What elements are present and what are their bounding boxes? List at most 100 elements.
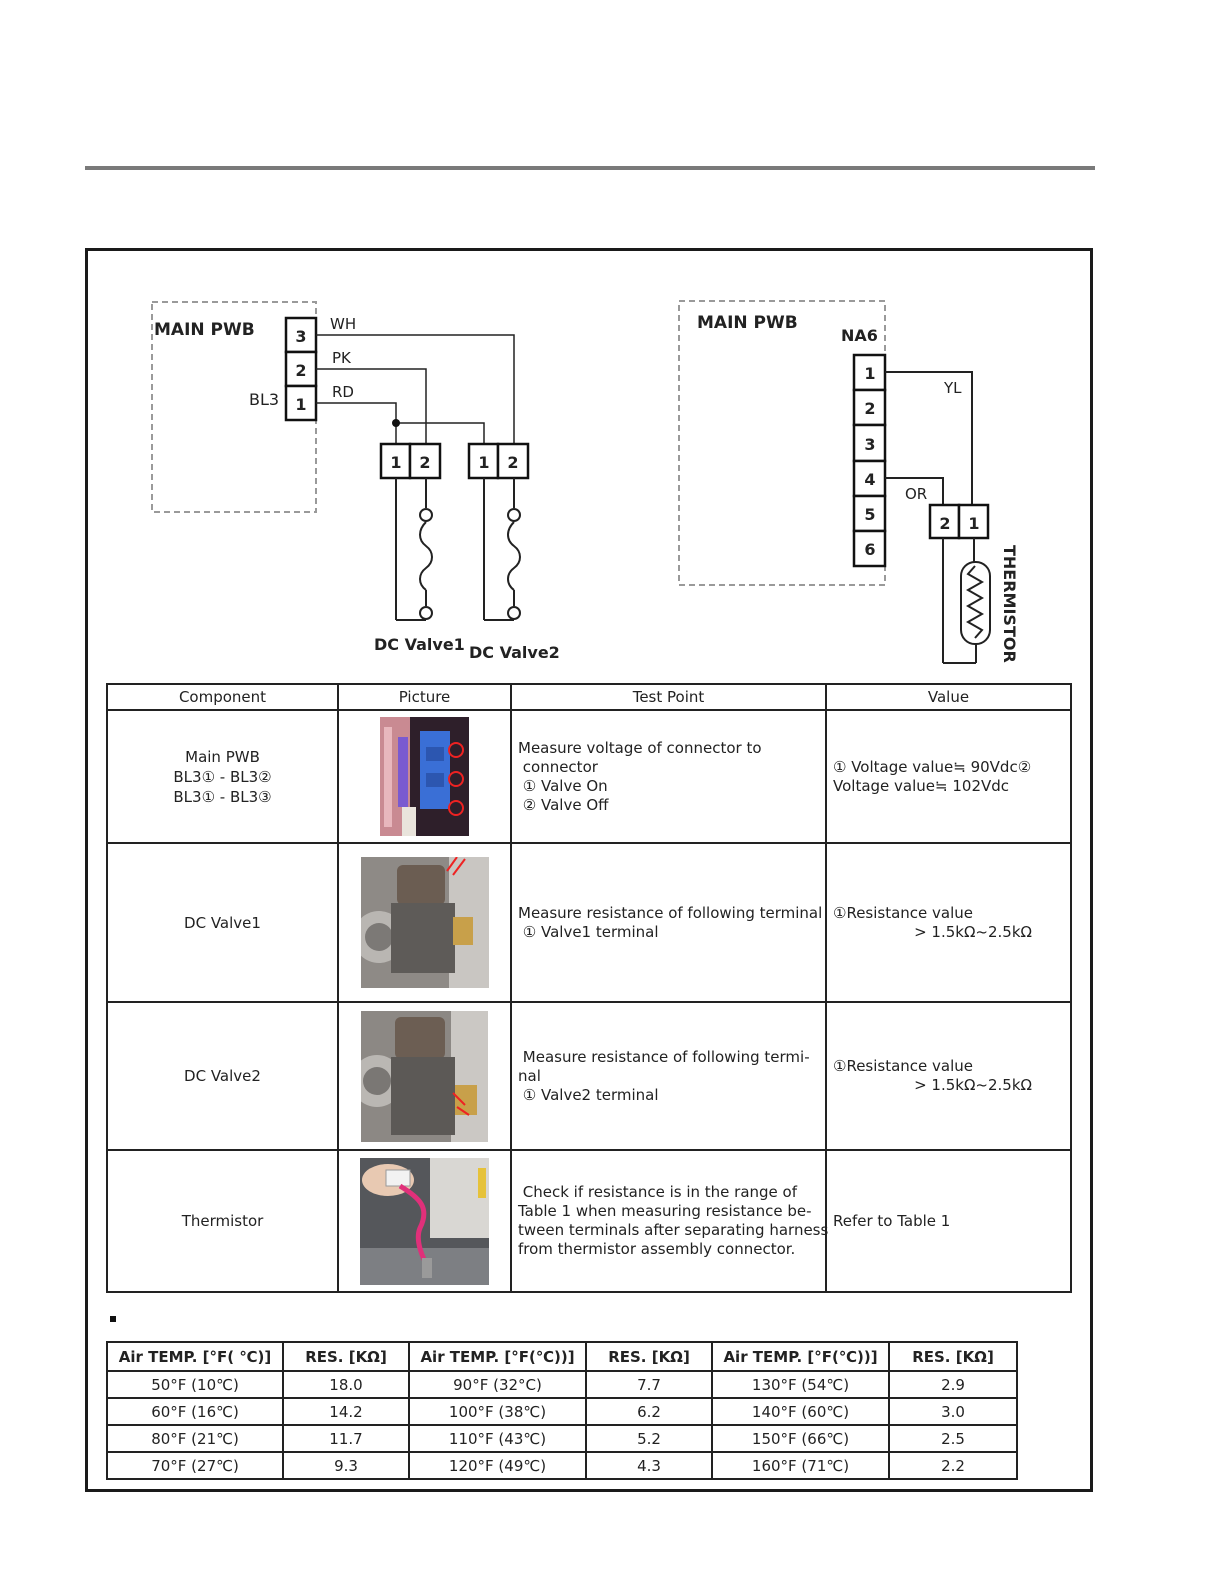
- test-point-cell: Check if resistance is in the range of T…: [510, 1149, 828, 1293]
- valve1-pin-1: 1: [390, 453, 401, 472]
- thermistor-photo: [360, 1157, 489, 1285]
- valve2-pin-2-box: [496, 442, 530, 480]
- na6-label: NA6: [841, 326, 878, 345]
- test-point-line: ① Valve2 terminal: [518, 1085, 659, 1104]
- value-line: ①Resistance value: [833, 1057, 974, 1075]
- resistance-table: Air TEMP. [°F( ℃)] RES. [KΩ] Air TEMP. […: [106, 1341, 1018, 1480]
- test-point-line: ① Valve On: [518, 776, 608, 795]
- header-air-temp: Air TEMP. [°F(℃))]: [408, 1341, 587, 1372]
- temp-cell: 70°F (27℃): [106, 1451, 284, 1480]
- res-cell: 2.9: [888, 1370, 1018, 1399]
- header-air-temp: Air TEMP. [°F( ℃)]: [106, 1341, 284, 1372]
- bl3-label: BL3: [249, 390, 279, 409]
- value-cell: ①Resistance value > 1.5kΩ~2.5kΩ: [825, 842, 1072, 1003]
- wire-wh: [316, 334, 515, 444]
- test-point-line: nal: [518, 1066, 541, 1085]
- value-cell: Refer to Table 1: [825, 1149, 1072, 1293]
- header-res: RES. [KΩ]: [585, 1341, 713, 1372]
- test-point-line: ① Valve1 terminal: [518, 922, 659, 941]
- wire-wh-label: WH: [330, 315, 356, 333]
- right-main-pwb-label: MAIN PWB: [697, 313, 798, 333]
- res-cell: 18.0: [282, 1370, 410, 1399]
- picture-cell: [337, 1149, 512, 1293]
- right-wiring-diagram: MAIN PWB NA6 1 2 3 4 5 6 YL OR 2 1: [678, 300, 1019, 664]
- temp-cell: 50°F (10℃): [106, 1370, 284, 1399]
- dc-valve2-label: DC Valve2: [469, 643, 560, 662]
- thermistor-pin-1: 1: [968, 514, 979, 533]
- header-value: Value: [825, 683, 1072, 711]
- value-line: Refer to Table 1: [833, 1211, 951, 1230]
- wire-rd-label: RD: [332, 383, 354, 401]
- res-cell: 2.2: [888, 1451, 1018, 1480]
- main-pwb-connector-photo: [380, 717, 469, 836]
- header-test-point: Test Point: [510, 683, 827, 711]
- bullet-marker: [110, 1316, 116, 1322]
- table-row: 80°F (21℃) 11.7 110°F (43℃) 5.2 150°F (6…: [106, 1424, 1018, 1453]
- na6-pin-5: 5: [864, 505, 875, 524]
- res-cell: 2.5: [888, 1424, 1018, 1453]
- component-line: DC Valve1: [184, 913, 261, 932]
- wire-junction: [392, 419, 400, 427]
- valve2-coil-symbol: [483, 478, 521, 621]
- valve2-pin-1: 1: [478, 453, 489, 472]
- value-line: ①Resistance value: [833, 903, 974, 922]
- bl3-pin-3: 3: [295, 327, 306, 346]
- temp-cell: 120°F (49℃): [408, 1451, 587, 1480]
- na6-pin-2-box: [852, 388, 887, 427]
- bl3-pin-2: 2: [295, 361, 306, 380]
- component-line: DC Valve2: [184, 1067, 261, 1085]
- value-line: ① Voltage value≒ 90Vdc②: [833, 757, 1032, 776]
- test-point-line: Measure voltage of connector to: [518, 738, 762, 757]
- table-row: Main PWB BL3① - BL3② BL3① - BL3③: [106, 709, 1072, 844]
- test-point-line: connector: [518, 757, 598, 776]
- test-point-line: Measure resistance of following termi-: [518, 1047, 810, 1066]
- component-cell: DC Valve1: [106, 842, 339, 1003]
- res-cell: 4.3: [585, 1451, 713, 1480]
- table-row: Thermistor Check if: [106, 1149, 1072, 1293]
- res-cell: 6.2: [585, 1397, 713, 1426]
- na6-pin-1: 1: [864, 364, 875, 383]
- header-res: RES. [KΩ]: [282, 1341, 410, 1372]
- wire-or-label: OR: [905, 485, 927, 503]
- component-cell: Thermistor: [106, 1149, 339, 1293]
- header-air-temp: Air TEMP. [°F(℃))]: [711, 1341, 890, 1372]
- test-point-line: Table 1 when measuring resistance be-: [518, 1202, 812, 1220]
- res-cell: 3.0: [888, 1397, 1018, 1426]
- bl3-pin-1: 1: [295, 395, 306, 414]
- wire-yl: [885, 371, 973, 505]
- table-row: DC Valve2 Measure r: [106, 1001, 1072, 1151]
- component-test-table: Component Picture Test Point Value Main …: [106, 683, 1072, 1293]
- dc-valve1-label: DC Valve1: [374, 635, 465, 654]
- resistance-header-row: Air TEMP. [°F( ℃)] RES. [KΩ] Air TEMP. […: [106, 1341, 1018, 1372]
- component-line: BL3① - BL3②: [173, 767, 272, 786]
- wire-rd: [316, 402, 397, 444]
- test-point-cell: Measure voltage of connector to connecto…: [510, 709, 827, 844]
- thermistor-label: THERMISTOR: [1000, 545, 1019, 663]
- table-row: DC Valve1 Measure re: [106, 842, 1072, 1003]
- thermistor-pin-2-box: [928, 503, 961, 540]
- test-table-header-row: Component Picture Test Point Value: [106, 683, 1072, 711]
- thermistor-pin-2: 2: [939, 514, 950, 533]
- table-row: 60°F (16℃) 14.2 100°F (38℃) 6.2 140°F (6…: [106, 1397, 1018, 1426]
- temp-cell: 140°F (60℃): [711, 1397, 890, 1426]
- res-cell: 5.2: [585, 1424, 713, 1453]
- na6-pin-6-box: [852, 529, 887, 568]
- test-point-cell: Measure resistance of following terminal…: [510, 842, 827, 1003]
- component-line: BL3① - BL3③: [173, 787, 272, 806]
- valve1-coil-symbol: [395, 478, 433, 621]
- temp-cell: 100°F (38℃): [408, 1397, 587, 1426]
- na6-pin-3: 3: [864, 435, 875, 454]
- value-cell: ①Resistance value > 1.5kΩ~2.5kΩ: [825, 1001, 1072, 1151]
- test-point-line: ② Valve Off: [518, 795, 609, 814]
- wire-or: [885, 477, 944, 505]
- na6-pin-4: 4: [864, 470, 875, 489]
- temp-cell: 90°F (32°C): [408, 1370, 587, 1399]
- picture-cell: [337, 709, 512, 844]
- wire-yl-label: YL: [943, 379, 962, 397]
- valve2-pin-2: 2: [507, 453, 518, 472]
- value-range: > 1.5kΩ~2.5kΩ: [914, 922, 1032, 941]
- content-frame: [85, 248, 1093, 1492]
- left-main-pwb-label: MAIN PWB: [154, 320, 255, 340]
- temp-cell: 160°F (71℃): [711, 1451, 890, 1480]
- value-line: Voltage value≒ 102Vdc: [833, 776, 1010, 795]
